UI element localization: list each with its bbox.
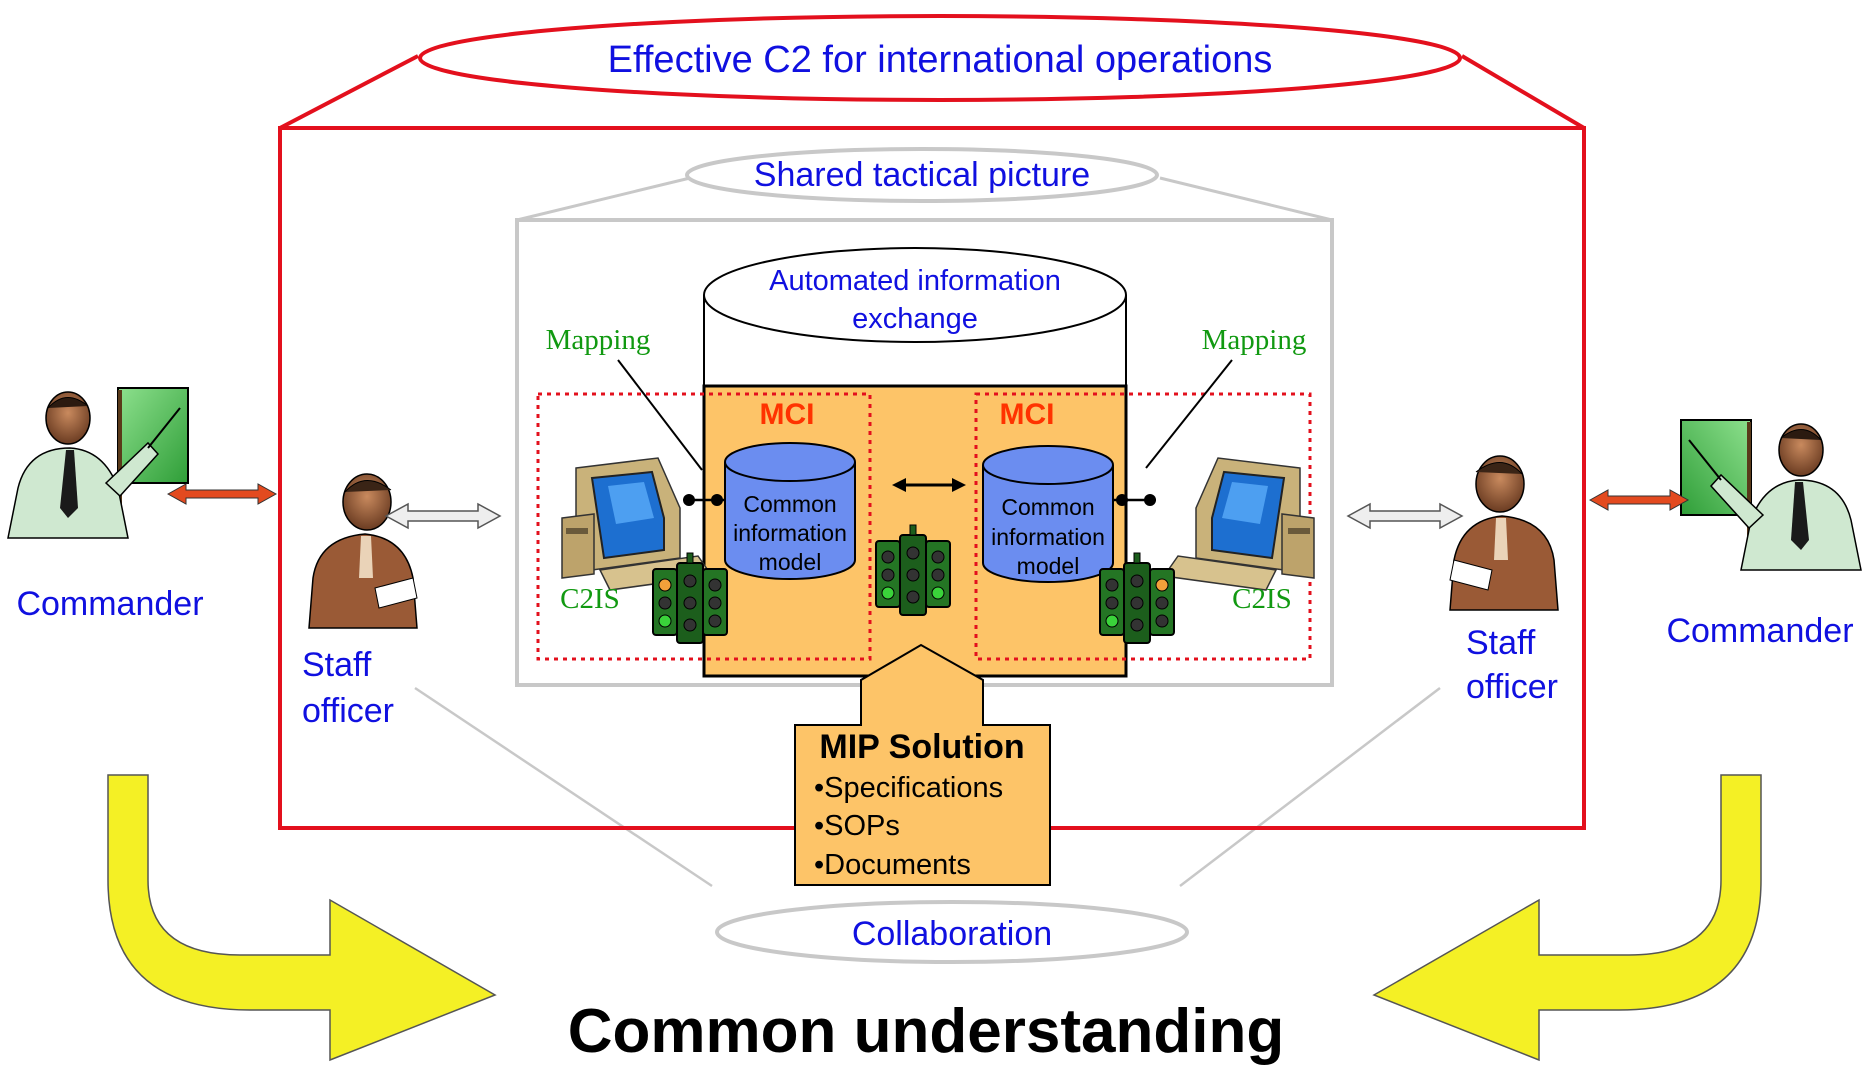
red-arrow-right bbox=[1588, 489, 1690, 511]
mci-label-left: MCI bbox=[760, 398, 815, 431]
staff-officer-icon-right bbox=[1449, 455, 1559, 611]
commander-icon-left bbox=[7, 387, 189, 539]
collaboration-text: Collaboration bbox=[852, 915, 1052, 953]
commander-label-left: Commander bbox=[16, 585, 203, 623]
cim-left-line3: model bbox=[759, 549, 822, 575]
traffic-light-icon-center bbox=[875, 524, 951, 616]
gray-arrow-right bbox=[1346, 502, 1464, 530]
exchange-arrow bbox=[892, 478, 966, 492]
title-text: Effective C2 for international operation… bbox=[608, 39, 1273, 81]
gray-arrow-left bbox=[384, 502, 502, 530]
mapping-pointer-right bbox=[1145, 359, 1233, 469]
collab-line-left bbox=[414, 686, 713, 888]
c2is-box-left bbox=[536, 392, 872, 661]
shared-picture-text: Shared tactical picture bbox=[754, 156, 1090, 194]
connector-right bbox=[1113, 494, 1156, 506]
staff-label-right-line2: officer bbox=[1466, 668, 1558, 706]
mapping-pointer-left bbox=[617, 359, 703, 471]
cim-left-line2: information bbox=[733, 520, 847, 546]
automated-exchange-cylinder bbox=[703, 247, 1127, 386]
traffic-light-icon-right bbox=[1099, 552, 1175, 644]
c2is-label-right: C2IS bbox=[1232, 583, 1292, 615]
commander-label-right: Commander bbox=[1666, 612, 1853, 650]
computer-icon-left bbox=[561, 457, 714, 591]
cim-cylinder-right bbox=[982, 445, 1114, 583]
computer-icon-right bbox=[1162, 457, 1315, 591]
mapping-label-left: Mapping bbox=[546, 324, 651, 356]
yellow-arrow-left bbox=[107, 774, 497, 1062]
staff-label-left-line1: Staff bbox=[302, 646, 372, 684]
commander-icon-right bbox=[1680, 419, 1862, 571]
traffic-light-icon-left bbox=[652, 552, 728, 644]
yellow-arrow-right bbox=[1372, 774, 1762, 1062]
mip-item-sops: •SOPs bbox=[814, 810, 900, 842]
staff-officer-icon-left bbox=[308, 473, 418, 629]
shared-picture-frame bbox=[515, 147, 1334, 687]
cim-right-line2: information bbox=[991, 524, 1105, 550]
collaboration-ellipse bbox=[715, 900, 1189, 964]
cim-cylinder-left bbox=[724, 442, 856, 580]
c2is-label-left: C2IS bbox=[560, 583, 620, 615]
red-arrow-left bbox=[166, 483, 278, 505]
c2is-box-right bbox=[974, 392, 1312, 661]
staff-label-left-line2: officer bbox=[302, 692, 394, 730]
mapping-label-right: Mapping bbox=[1202, 324, 1307, 356]
mci-label-right: MCI bbox=[1000, 398, 1055, 431]
mip-item-documents: •Documents bbox=[814, 849, 971, 881]
cim-right-line3: model bbox=[1017, 553, 1080, 579]
collab-line-right bbox=[1179, 687, 1441, 887]
mip-solution-callout bbox=[794, 643, 1051, 886]
mip-title: MIP Solution bbox=[819, 728, 1024, 766]
mip-item-specifications: •Specifications bbox=[814, 772, 1003, 804]
footer-text: Common understanding bbox=[568, 997, 1284, 1066]
cim-left-line1: Common bbox=[743, 491, 836, 517]
cim-right-line1: Common bbox=[1001, 494, 1094, 520]
connector-left bbox=[683, 494, 725, 506]
automated-exchange-line1: Automated information bbox=[769, 265, 1061, 297]
automated-exchange-line2: exchange bbox=[852, 303, 978, 335]
staff-label-right-line1: Staff bbox=[1466, 624, 1536, 662]
